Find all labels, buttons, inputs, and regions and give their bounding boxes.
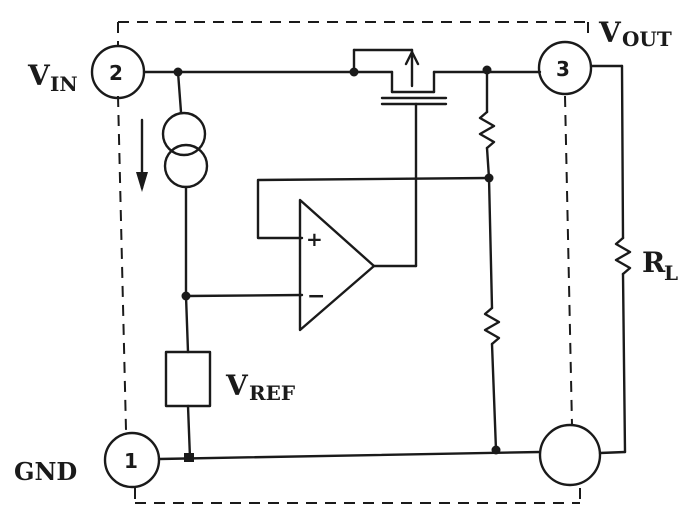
pin-3-circle xyxy=(537,40,593,96)
ground-rail xyxy=(157,450,542,461)
divider-mid-wire xyxy=(485,146,491,180)
load-lower-wire xyxy=(621,272,627,454)
load-bottom-wire xyxy=(598,450,627,455)
opamp-plus-sign: + xyxy=(306,227,323,251)
current-source-lower-circle xyxy=(163,143,209,189)
label-vin: V IN xyxy=(27,59,78,96)
label-gnd: GND xyxy=(14,457,77,486)
current-source-top-wire xyxy=(176,70,183,114)
svg-text:R: R xyxy=(642,246,666,279)
svg-text:OUT: OUT xyxy=(622,27,672,51)
load-resistor xyxy=(614,236,632,276)
error-amplifier xyxy=(298,198,376,332)
vref-block xyxy=(164,350,212,408)
ref-to-minus-wire xyxy=(184,293,304,298)
svg-text:V: V xyxy=(598,16,622,49)
package-outline xyxy=(117,21,589,504)
svg-text:IN: IN xyxy=(50,72,78,96)
pin-3-sense-circle xyxy=(538,423,602,487)
svg-text:L: L xyxy=(664,261,678,285)
resistor-upper xyxy=(478,110,496,150)
label-vref: V REF xyxy=(225,369,295,405)
pass-transistor xyxy=(352,48,542,268)
vref-to-gnd-wire xyxy=(186,404,192,460)
current-direction-arrow xyxy=(136,118,148,192)
svg-text:REF: REF xyxy=(249,381,295,405)
ref-to-vref-wire xyxy=(184,294,190,354)
feedback-wire xyxy=(256,176,491,240)
pin-3-number: 3 xyxy=(556,57,570,81)
load-upper-wire xyxy=(620,64,625,240)
divider-bottom-wire xyxy=(490,342,498,452)
opamp-minus-sign: − xyxy=(307,283,325,309)
svg-text:V: V xyxy=(225,369,249,402)
resistor-lower xyxy=(483,306,501,346)
pin-1-number: 1 xyxy=(124,449,138,473)
svg-text:V: V xyxy=(27,59,51,92)
label-rl: R L xyxy=(642,246,678,285)
pin-2-number: 2 xyxy=(109,61,123,85)
label-vout: V OUT xyxy=(598,16,672,51)
divider-lower-wire xyxy=(487,176,494,310)
current-source-upper-circle xyxy=(161,111,207,157)
